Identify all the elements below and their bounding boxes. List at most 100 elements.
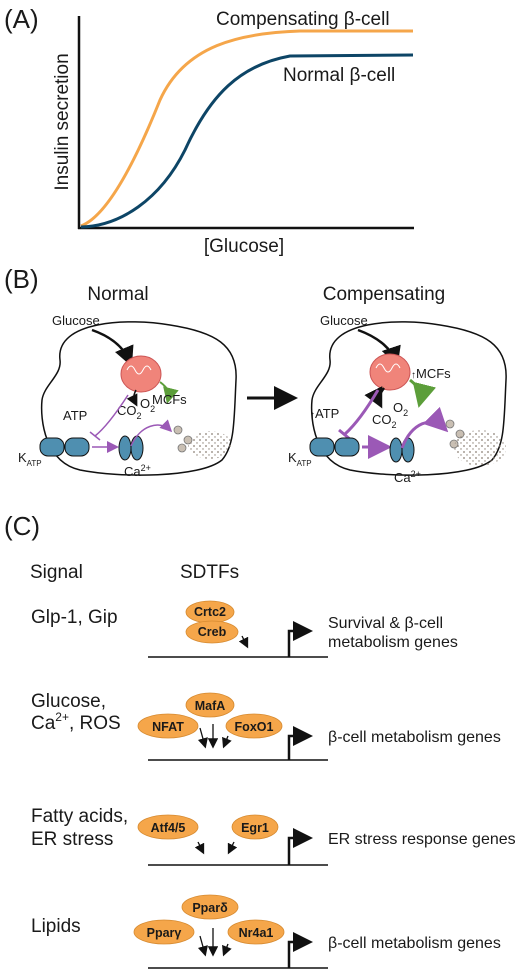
compensating-co2-label: CO2 — [372, 412, 397, 430]
compensating-insulin-release — [454, 430, 506, 466]
compensating-o2-label: O2 — [393, 400, 408, 418]
signal-label: Glp-1, Gip — [31, 607, 118, 628]
sdtf-header: SDTFs — [180, 562, 239, 583]
promoter-arrow-icon — [287, 726, 313, 760]
signal-label: ER stress — [31, 829, 113, 850]
compensating-glucose-label: Glucose — [320, 313, 368, 328]
normal-katp-channel-left — [39, 437, 65, 457]
tf-atf4-5 — [137, 814, 199, 840]
tf-label: Egr1 — [241, 821, 269, 835]
compensating-atp-inhibit-line — [343, 389, 380, 436]
compensating-granule-icon — [445, 419, 455, 429]
normal-atp-inhibit-line — [94, 394, 129, 437]
tf-creb — [185, 620, 239, 644]
binding-arrow — [227, 841, 238, 855]
normal-mcf-arrow — [159, 381, 179, 404]
binding-arrow — [222, 735, 232, 749]
normal-o2-label: O2 — [140, 396, 155, 414]
panel-a-axes — [77, 16, 414, 230]
tf-label: FoxO1 — [235, 720, 274, 734]
x-axis-label: [Glucose] — [204, 236, 284, 257]
gene-label: metabolism genes — [328, 634, 458, 651]
panel-a-label: (A) — [4, 4, 39, 34]
panel-c-label: (C) — [4, 511, 40, 541]
normal-katp-channel-right — [64, 437, 90, 457]
tf-nr4a1 — [227, 919, 285, 945]
compensating-curve-label: Compensating β-cell — [216, 9, 390, 30]
compensating-atp-label: ↑ATP — [310, 406, 339, 421]
normal-o2-arrow — [126, 389, 138, 407]
binding-arrow — [197, 935, 208, 957]
tf-label: Pparδ — [192, 901, 228, 915]
gene-label: β-cell metabolism genes — [328, 935, 501, 952]
compensating-mcfs-label: ↑MCFs — [411, 366, 451, 381]
gene-label: β-cell metabolism genes — [328, 729, 501, 746]
compensating-o2-arrow — [364, 386, 386, 409]
tf-label: Crtc2 — [194, 605, 226, 619]
compensating-cell-diagram: Compensating Glucose CO2 O2 ↑MCFs ↑ATP C… — [288, 284, 507, 485]
compensating-curve — [80, 29, 413, 228]
normal-granule-icon — [173, 425, 183, 435]
signal-header: Signal — [30, 562, 83, 583]
compensating-katp-channel-left — [309, 437, 335, 457]
tf-label: MafA — [195, 699, 226, 713]
signal-label: Ca2+, ROS — [31, 710, 121, 734]
compensating-ca-influx-arrow — [400, 406, 449, 449]
compensating-mitochondrion-icon — [369, 353, 411, 391]
tf-foxo1 — [225, 713, 283, 739]
normal-ca-channel-left — [118, 435, 132, 461]
normal-atp-label: ATP — [63, 408, 87, 423]
normal-glucose-label: Glucose — [52, 313, 100, 328]
sdtf-row-3: Fatty acids, ER stress Atf4/5 Egr1 ER st… — [31, 806, 516, 866]
tf-nfat — [137, 713, 199, 739]
signal-label: Glucose, — [31, 691, 106, 712]
compensating-mcf-arrow — [409, 378, 437, 408]
normal-glucose-arrow — [91, 328, 134, 367]
gene-label: Survival & β-cell — [328, 615, 443, 632]
normal-curve-label: Normal β-cell — [283, 65, 395, 86]
normal-title: Normal — [87, 284, 148, 305]
binding-arrow — [222, 943, 232, 957]
normal-mcfs-label: MCFs — [152, 392, 187, 407]
normal-cell-diagram: Normal Glucose CO2 O2 MCFs ATP Ca2+ KATP — [18, 284, 237, 479]
tf-ppard — [181, 894, 239, 920]
binding-arrow — [194, 841, 205, 855]
binding-arrow — [238, 635, 249, 649]
panel-b-label: (B) — [4, 264, 39, 294]
sdtf-row-4: Lipids Pparδ Pparγ Nr4a1 β-cell metaboli… — [31, 894, 501, 969]
promoter-arrow-icon — [287, 621, 313, 657]
compensating-title: Compensating — [323, 284, 446, 305]
normal-co2-label: CO2 — [117, 403, 142, 421]
normal-ca-influx-arrow — [130, 419, 173, 447]
compensating-ca-label: Ca2+ — [394, 469, 421, 485]
sdtf-row-1: Glp-1, Gip Crtc2 Creb Survival & β-cell … — [31, 600, 458, 658]
tf-label: Pparγ — [147, 926, 182, 940]
y-axis-label: Insulin secretion — [52, 53, 73, 190]
promoter-arrow-icon — [287, 828, 313, 865]
signal-label: Lipids — [31, 916, 81, 937]
compensating-mito-cristae — [375, 363, 401, 373]
normal-mitochondrion-icon — [120, 355, 162, 393]
normal-ca-label: Ca2+ — [124, 463, 151, 479]
tf-egr1 — [231, 814, 279, 840]
tf-label: Creb — [198, 625, 227, 639]
compensating-katp-channel-right — [334, 437, 360, 457]
signal-label: Fatty acids, — [31, 806, 128, 827]
tf-label: NFAT — [152, 720, 184, 734]
normal-mito-cristae — [126, 365, 152, 375]
promoter-arrow-icon — [287, 932, 313, 968]
tf-label: Atf4/5 — [151, 821, 186, 835]
tf-pparg — [133, 919, 195, 945]
compensating-katp-label: KATP — [288, 450, 312, 468]
gene-label: ER stress response genes — [328, 831, 516, 848]
normal-curve — [80, 53, 414, 229]
normal-ca-channel-right — [130, 435, 144, 461]
binding-arrow — [197, 727, 208, 749]
normal-insulin-release — [188, 431, 232, 459]
compensating-ca-channel-left — [389, 437, 403, 463]
tf-label: Nr4a1 — [239, 926, 274, 940]
normal-granule-icon — [177, 443, 187, 453]
normal-cell-membrane — [40, 321, 237, 476]
tf-mafa — [185, 692, 235, 718]
